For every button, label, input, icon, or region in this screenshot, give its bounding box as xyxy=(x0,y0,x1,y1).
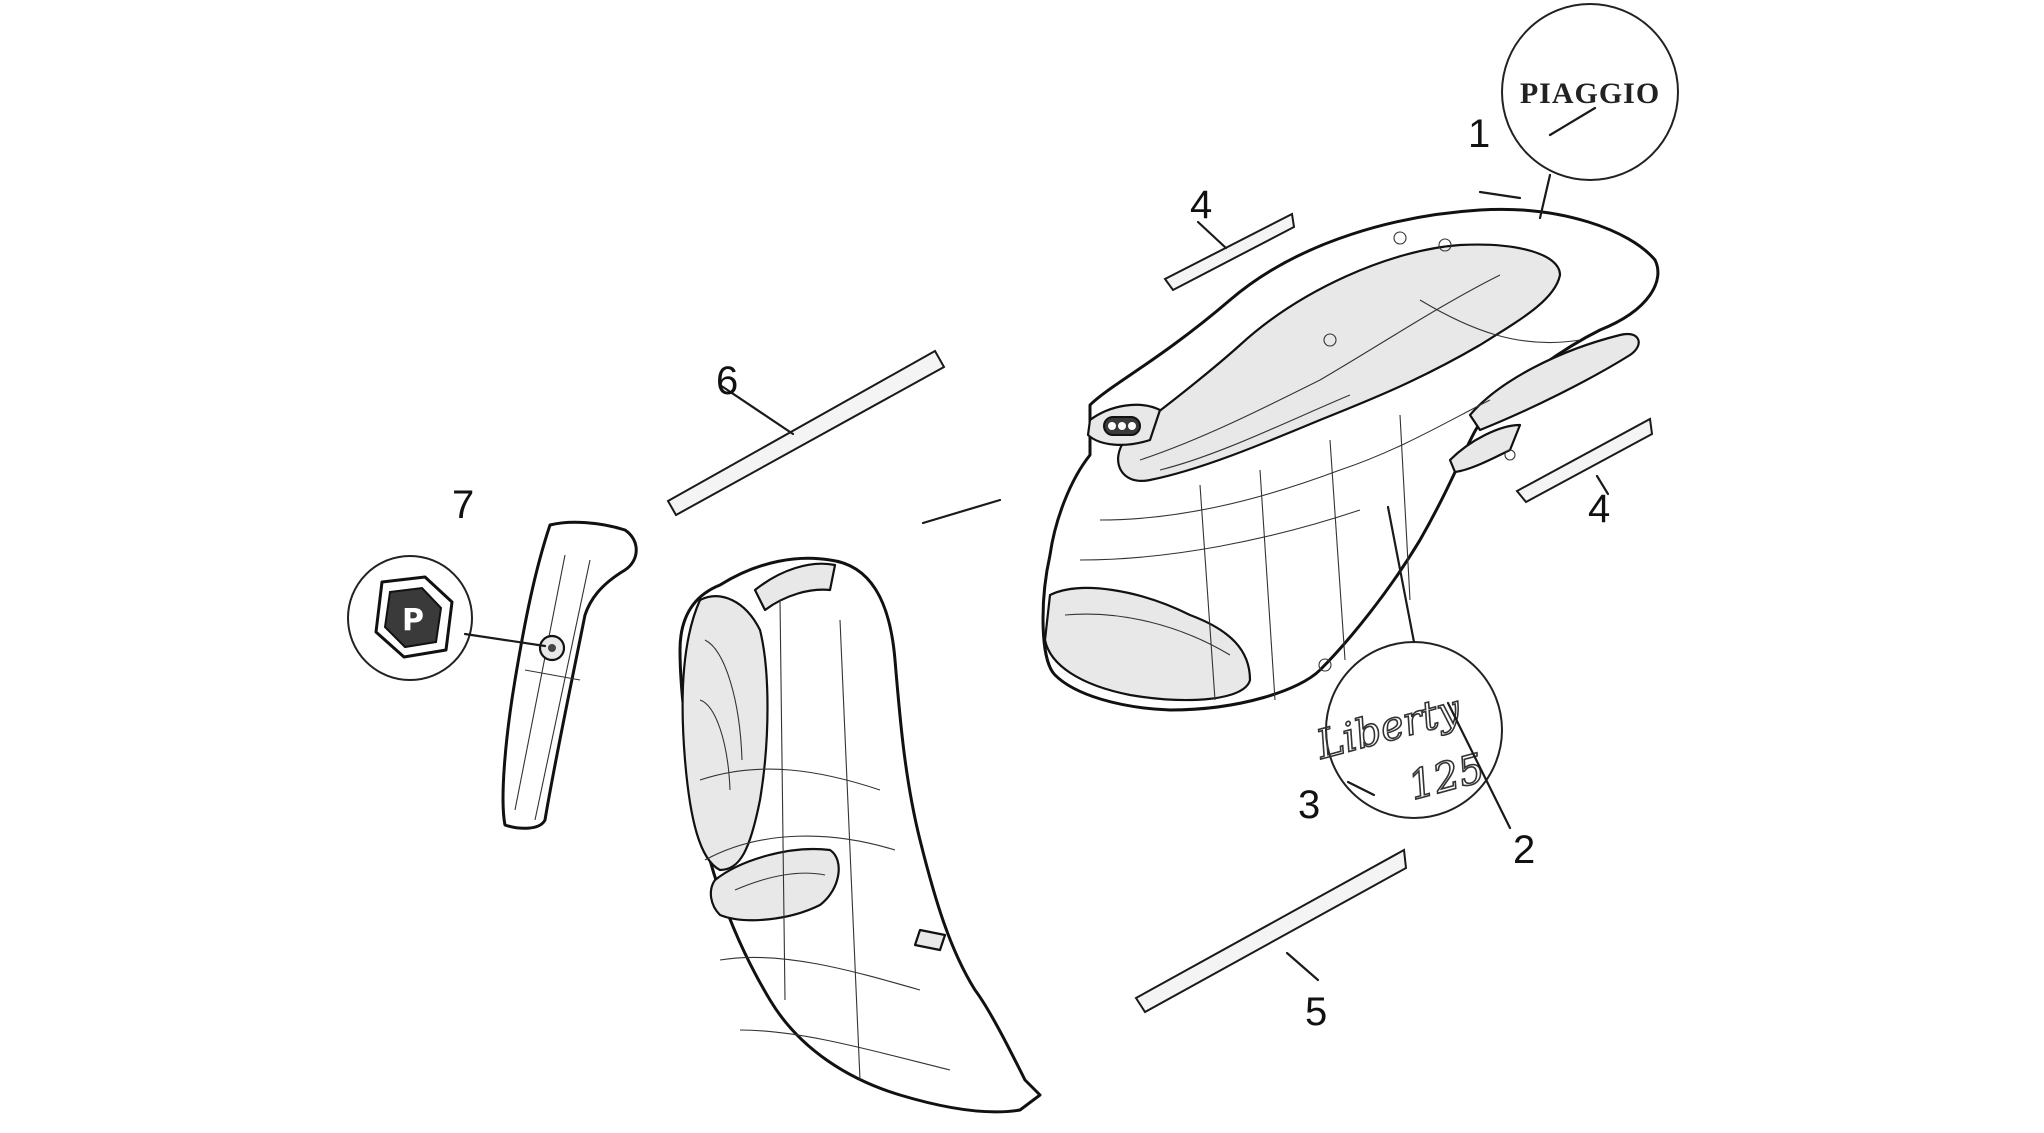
decal-strip-5 xyxy=(1134,848,1408,1014)
callout-1: 1 xyxy=(1468,112,1490,156)
piaggio-emblem-detail: P xyxy=(347,555,547,681)
decal-strip-4-upper xyxy=(1163,212,1296,292)
callout-4-upper: 4 xyxy=(1190,183,1212,227)
leader-line-7 xyxy=(921,498,1002,525)
leader-line-1 xyxy=(1478,190,1522,200)
callout-4-right: 4 xyxy=(1588,487,1610,531)
piaggio-logo-detail: PIAGGIO xyxy=(1501,3,1679,220)
decal-strip-4-right xyxy=(1515,417,1654,504)
piaggio-emblem-icon: P xyxy=(402,603,424,638)
callout-labels: 1 2 3 4 4 5 6 7 xyxy=(452,112,1610,1034)
callout-2: 2 xyxy=(1513,828,1535,872)
decal-strip-6 xyxy=(666,349,946,517)
front-legshield-assembly xyxy=(678,556,1042,1114)
piaggio-logo-text: PIAGGIO xyxy=(1520,77,1660,110)
front-centre-trim xyxy=(501,520,638,830)
callout-3: 3 xyxy=(1298,783,1320,827)
callout-7: 7 xyxy=(452,483,474,527)
callout-6: 6 xyxy=(716,359,738,403)
rear-body-assembly xyxy=(1041,207,1660,712)
callout-5: 5 xyxy=(1305,990,1327,1034)
